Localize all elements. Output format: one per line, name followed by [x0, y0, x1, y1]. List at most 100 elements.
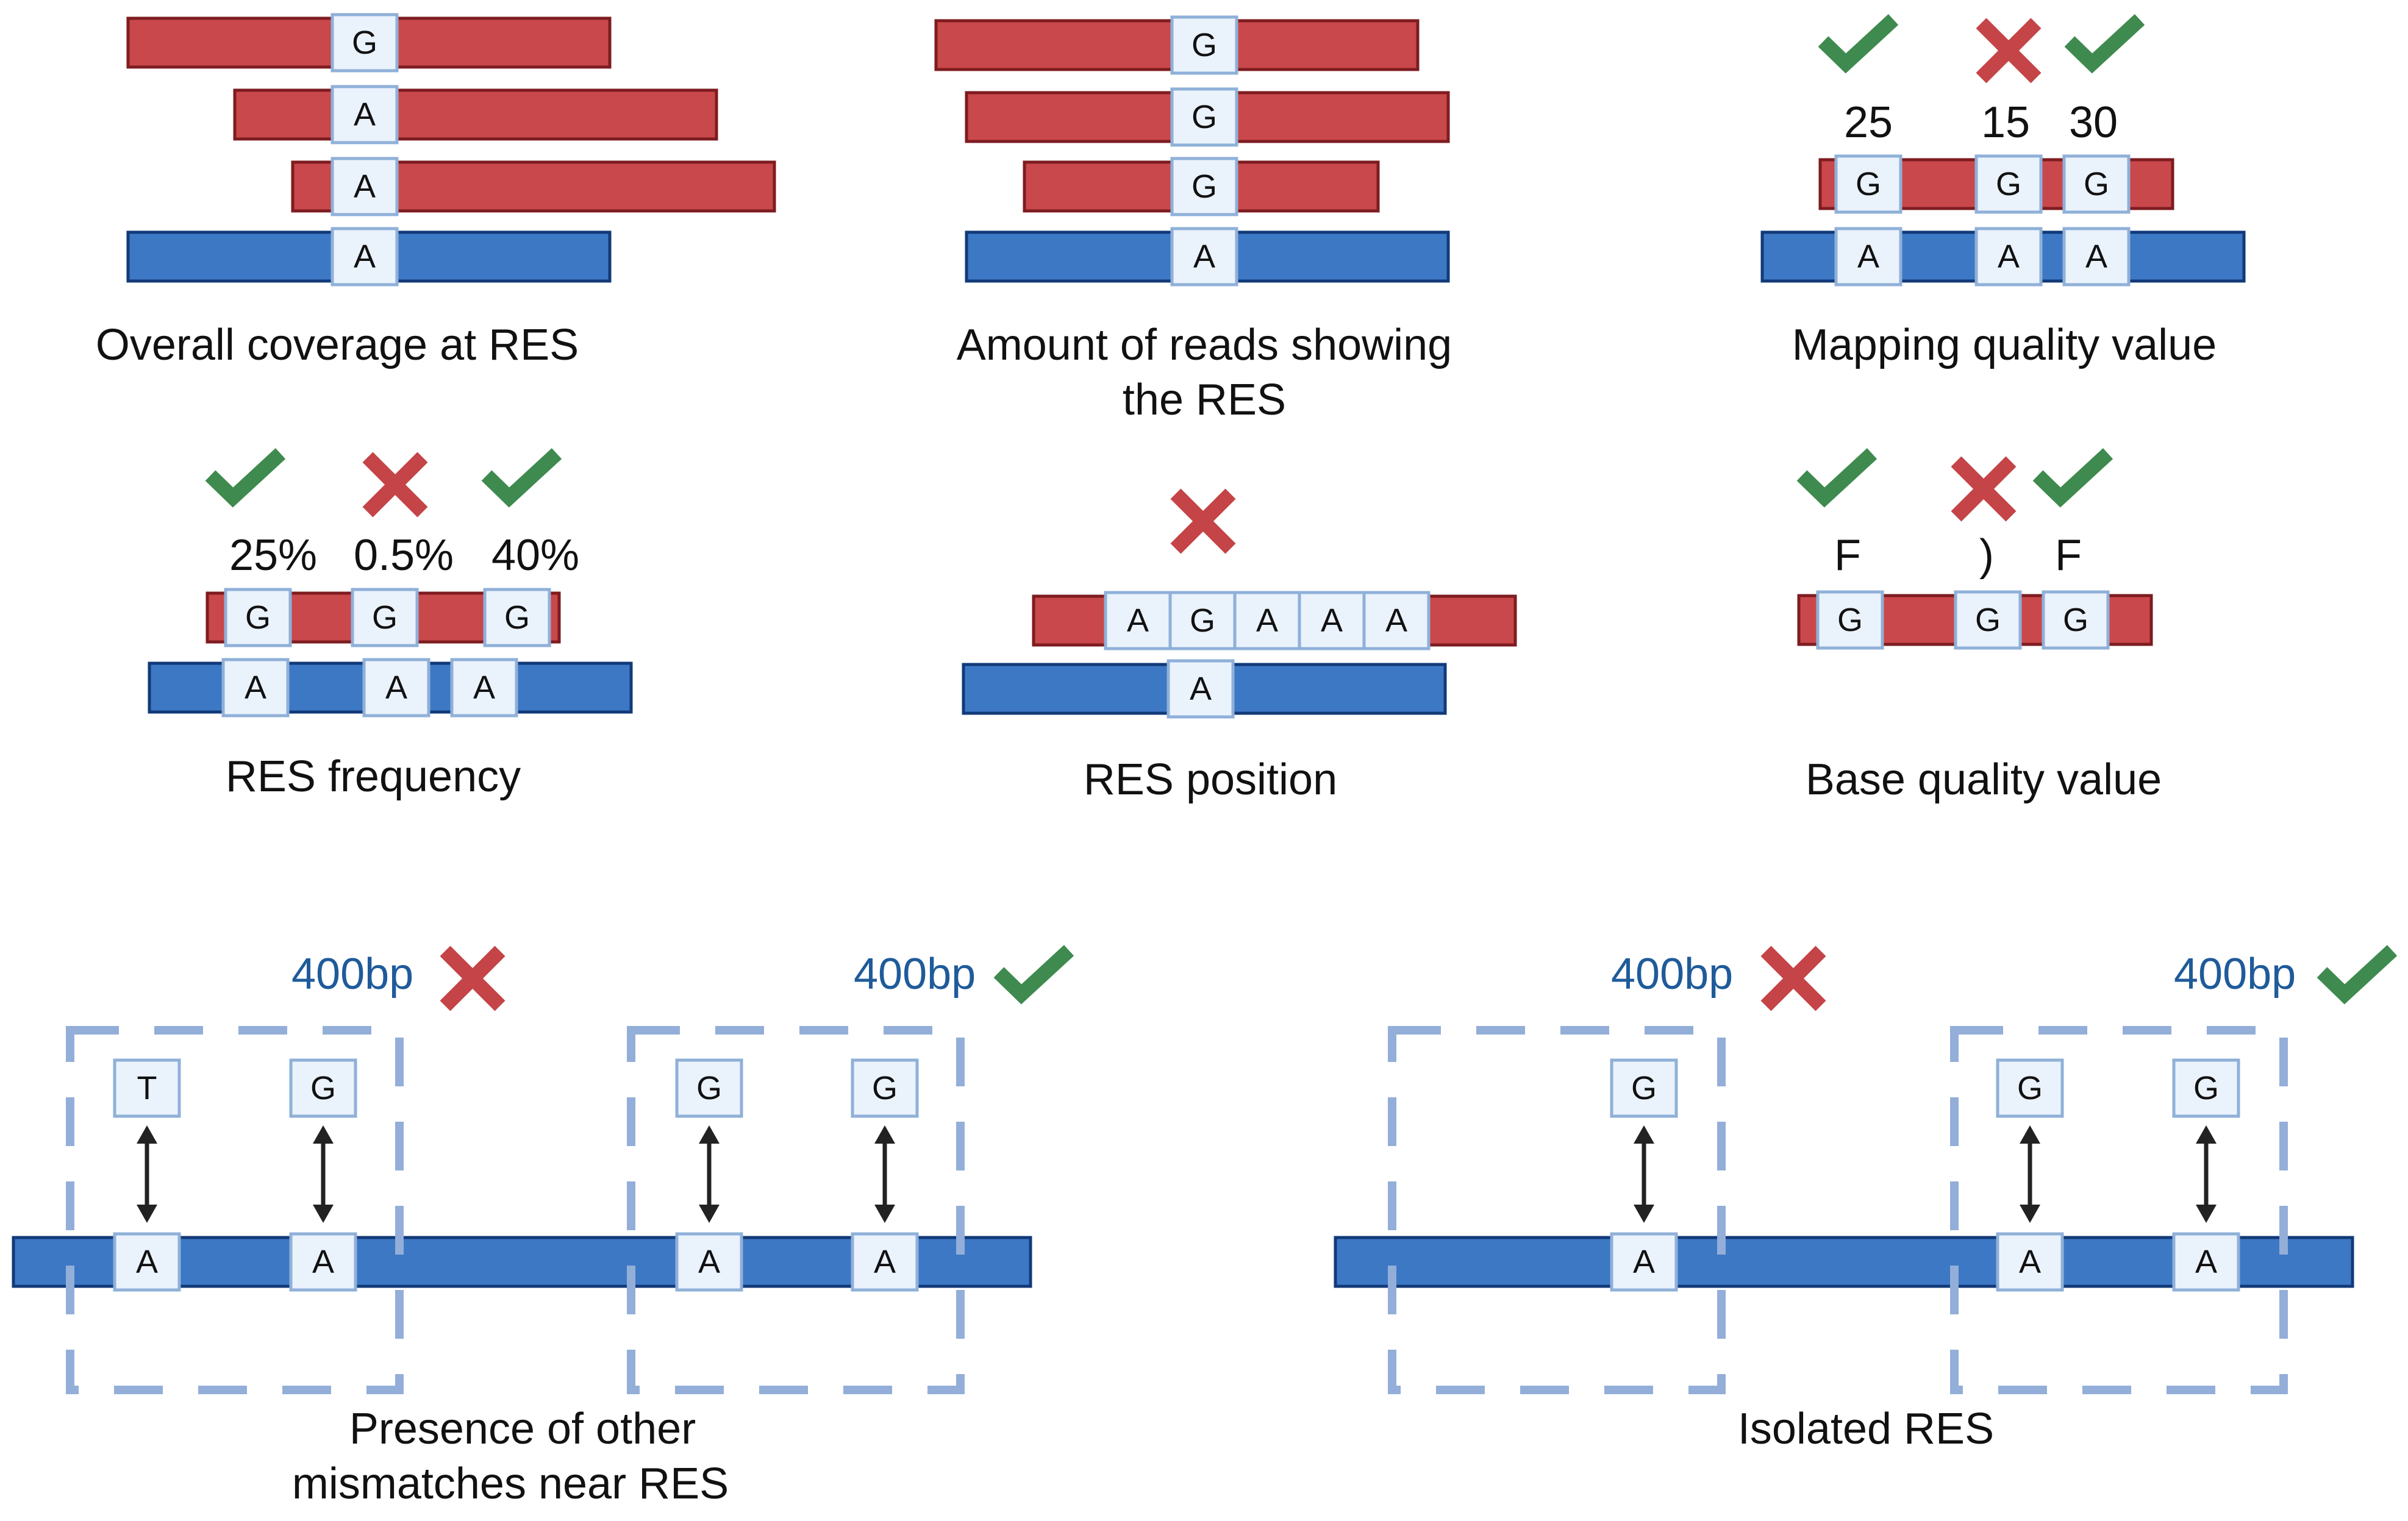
base-box: G: [330, 13, 399, 73]
window-400bp: [627, 1026, 965, 1394]
base-box: G: [1170, 157, 1238, 216]
base-box: A: [1166, 659, 1235, 719]
base-letter: A: [354, 238, 376, 275]
check-icon: [993, 945, 1074, 1005]
base-letter: G: [1191, 27, 1217, 63]
double-arrow-icon: [699, 1125, 720, 1223]
base-letter: A: [245, 669, 266, 706]
base-box: G: [289, 1058, 357, 1118]
base-letter: A: [2195, 1244, 2217, 1280]
panel-res-position: A G A A A A RES position: [962, 488, 1517, 804]
check-icon: [1796, 448, 1877, 508]
base-letter: A: [698, 1244, 720, 1280]
window-label: 400bp: [291, 950, 413, 999]
check-icon: [2064, 14, 2145, 74]
base-letter: A: [874, 1244, 896, 1280]
base-box: A: [113, 1232, 181, 1292]
base-letter: G: [1996, 166, 2021, 202]
check-icon: [2032, 448, 2113, 508]
cross-icon: [362, 452, 428, 518]
caption-res-frequency: RES frequency: [226, 752, 521, 801]
mapping-quality-value: 25: [1844, 98, 1893, 147]
panel-base-quality: F ) F G G G Base quality value: [1796, 448, 2162, 804]
caption-base-quality: Base quality value: [1806, 755, 2162, 804]
base-letter: G: [696, 1070, 722, 1106]
base-letter: A: [1998, 238, 2020, 275]
base-letter: G: [2084, 166, 2109, 202]
base-box: A: [1834, 227, 1902, 287]
base-letter: A: [385, 669, 407, 706]
base-box: A: [2172, 1232, 2240, 1292]
window-400bp: [1388, 1026, 1726, 1394]
base-letter: G: [1631, 1070, 1657, 1106]
base-box: G: [483, 588, 551, 647]
base-box: A: [2062, 227, 2131, 287]
double-arrow-icon: [1634, 1125, 1654, 1223]
caption-overall-coverage: Overall coverage at RES: [96, 321, 579, 369]
base-quality-value: F: [1834, 531, 1861, 580]
base-box: G: [1834, 154, 1902, 214]
base-box: G: [1974, 154, 2043, 214]
check-icon: [481, 448, 562, 508]
base-letter: A: [473, 669, 495, 706]
frequency-value: 0.5%: [354, 531, 454, 580]
caption-other-mismatches-line2: mismatches near RES: [292, 1459, 729, 1508]
base-letter: A: [1321, 602, 1343, 639]
base-letter: A: [136, 1244, 158, 1280]
base-letter: A: [1127, 602, 1149, 639]
base-letter: G: [872, 1070, 898, 1106]
base-letter: G: [504, 599, 530, 636]
base-box: G: [1170, 15, 1238, 75]
base-letter: A: [1190, 671, 1212, 707]
base-box: A: [675, 1232, 743, 1292]
panel-res-frequency: 25% 0.5% 40% G G G A A A RES frequency: [148, 448, 633, 801]
caption-reads-showing-line2: the RES: [1123, 376, 1286, 424]
mapping-quality-value: 30: [2069, 98, 2118, 147]
panel-isolated-res: 400bp 400bp G G G: [1334, 945, 2398, 1453]
window-label: 400bp: [1611, 950, 1733, 999]
base-box: G: [1170, 87, 1238, 147]
check-icon: [1818, 14, 1899, 74]
base-letter: G: [1837, 602, 1863, 638]
caption-reads-showing-line1: Amount of reads showing: [957, 321, 1452, 369]
base-box: G: [1816, 590, 1884, 650]
base-box: A: [1298, 591, 1366, 650]
base-letter: A: [1857, 238, 1879, 275]
base-letter: G: [352, 24, 377, 61]
check-icon: [205, 448, 286, 508]
base-box: A: [851, 1232, 919, 1292]
base-box: G: [2172, 1058, 2240, 1118]
base-quality-value: F: [2055, 531, 2082, 580]
base-letter: A: [1385, 602, 1407, 639]
base-letter: G: [1856, 166, 1881, 202]
base-letter: G: [245, 599, 271, 636]
base-box: G: [351, 588, 419, 647]
base-box: T: [113, 1058, 181, 1118]
base-letter: A: [1633, 1244, 1655, 1280]
base-box: G: [1954, 590, 2022, 650]
base-letter: G: [2017, 1070, 2043, 1106]
window-400bp: [66, 1026, 404, 1394]
cross-icon: [1760, 946, 1826, 1011]
window-label: 400bp: [854, 950, 976, 999]
caption-isolated-res: Isolated RES: [1738, 1405, 1994, 1453]
cross-icon: [440, 946, 506, 1011]
base-box: A: [1610, 1232, 1678, 1292]
base-letter: T: [137, 1070, 157, 1106]
cross-icon: [1976, 18, 2042, 84]
base-letter: G: [1191, 99, 1217, 135]
base-letter: A: [354, 168, 376, 205]
base-box: A: [1104, 591, 1172, 650]
base-box: A: [1362, 591, 1431, 650]
base-box: A: [1170, 227, 1238, 287]
base-letter: A: [1193, 238, 1215, 275]
base-box: G: [2042, 590, 2110, 650]
base-letter: A: [1256, 602, 1278, 639]
base-letter: G: [2193, 1070, 2219, 1106]
base-letter: A: [2085, 238, 2107, 275]
base-box: G: [675, 1058, 743, 1118]
read-bar: [233, 88, 718, 141]
base-box: G: [1610, 1058, 1678, 1118]
panel-other-mismatches: 400bp 400bp T G G G: [12, 945, 1074, 1508]
panel-overall-coverage: G A A A Overall coverage at RES: [96, 13, 776, 369]
